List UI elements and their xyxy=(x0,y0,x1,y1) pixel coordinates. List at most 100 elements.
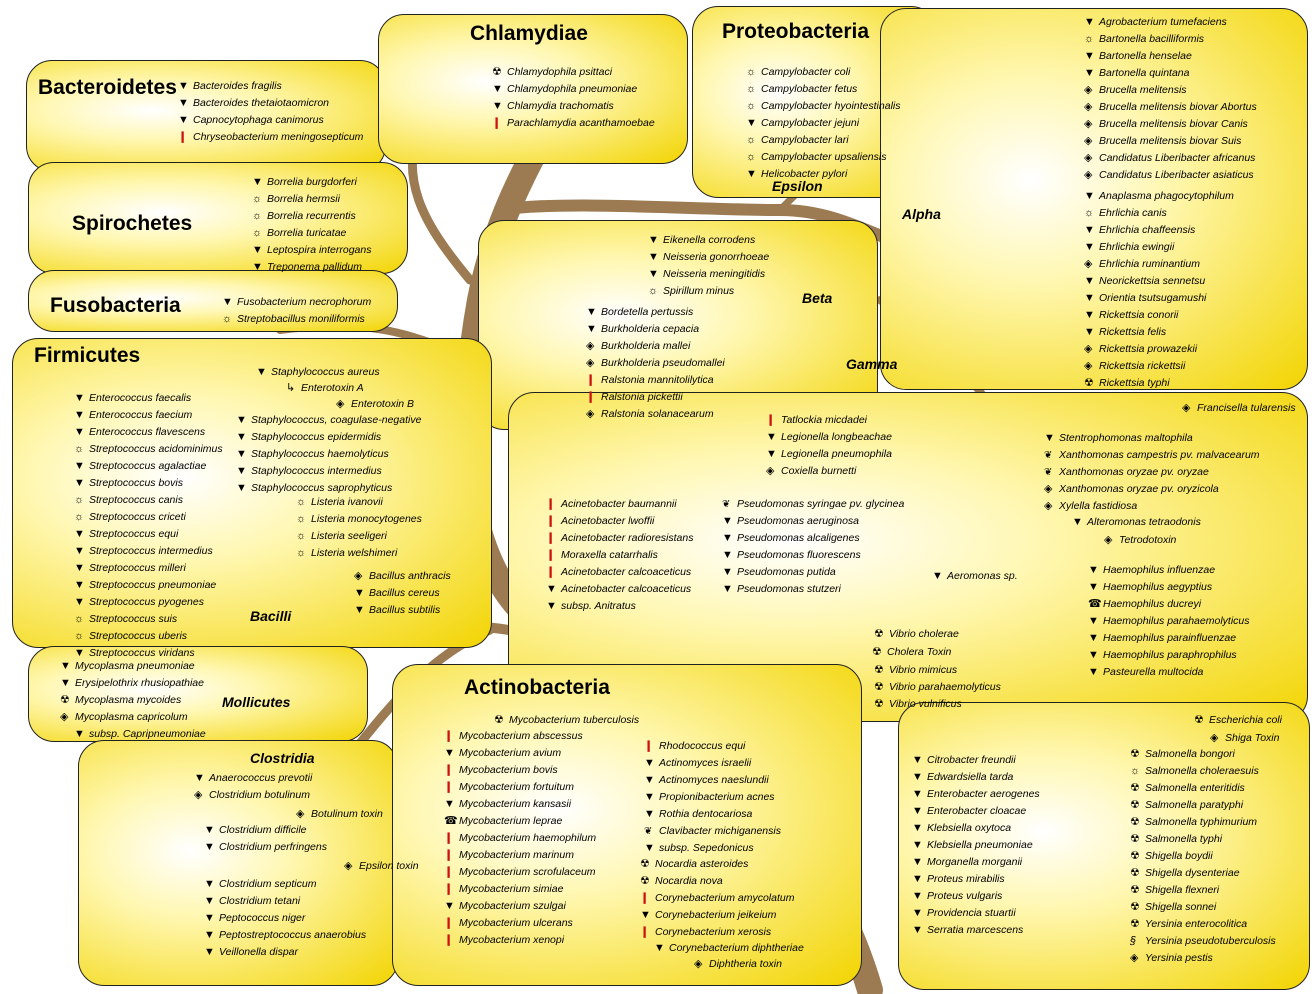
species-label: Ehrlichia ewingii xyxy=(1084,239,1174,256)
species-label: Bacteroides fragilis xyxy=(178,78,282,95)
species-label: Pasteurella multocida xyxy=(1088,664,1203,681)
species-label: Chlamydia trachomatis xyxy=(492,98,614,115)
species-label: Peptococcus niger xyxy=(204,910,305,927)
species-label: Pseudomonas aeruginosa xyxy=(722,513,859,530)
species-label: Clostridium tetani xyxy=(204,893,300,910)
species-label: Listeria welshimeri xyxy=(296,545,397,562)
species-label: Burkholderia mallei xyxy=(586,338,690,355)
species-label: Mycobacterium kansasii xyxy=(444,796,571,813)
species-label: Clostridium septicum xyxy=(204,876,316,893)
species-label: Diphtheria toxin xyxy=(694,956,782,973)
species-label: Rickettsia prowazekii xyxy=(1084,341,1197,358)
species-label: Pseudomonas putida xyxy=(722,564,836,581)
title-alpha: Alpha xyxy=(902,206,941,222)
species-label: Streptococcus acidominimus xyxy=(74,441,223,458)
species-label: Enterotoxin A xyxy=(286,380,364,397)
species-label: Rickettsia felis xyxy=(1084,324,1166,341)
species-label: Corynebacterium jeikeium xyxy=(640,907,776,924)
species-label: Streptococcus milleri xyxy=(74,560,186,577)
species-label: Neisseria meningitidis xyxy=(648,266,765,283)
title-mollicutes: Mollicutes xyxy=(222,694,291,710)
species-label: Mycobacterium abscessus xyxy=(444,728,583,745)
species-label: Candidatus Liberibacter africanus xyxy=(1084,150,1255,167)
species-label: subsp. Anitratus xyxy=(546,598,636,615)
species-label: Mycobacterium ulcerans xyxy=(444,915,573,932)
species-label: Agrobacterium tumefaciens xyxy=(1084,14,1227,31)
species-label: Vibrio cholerae xyxy=(874,626,959,643)
species-label: Morganella morganii xyxy=(912,854,1022,871)
species-label: Streptococcus pneumoniae xyxy=(74,577,216,594)
species-label: Serratia marcescens xyxy=(912,922,1023,939)
species-label: Bacteroides thetaiotaomicron xyxy=(178,95,329,112)
species-label: Bartonella bacilliformis xyxy=(1084,31,1204,48)
species-label: Brucella melitensis biovar Abortus xyxy=(1084,99,1257,116)
species-label: Enterococcus faecium xyxy=(74,407,192,424)
species-label: Eikenella corrodens xyxy=(648,232,755,249)
species-label: Mycobacterium scrofulaceum xyxy=(444,864,596,881)
species-label: Nocardia nova xyxy=(640,873,723,890)
species-label: Proteus vulgaris xyxy=(912,888,1002,905)
species-label: Helicobacter pylori xyxy=(746,166,847,183)
species-label: Campylobacter upsaliensis xyxy=(746,149,886,166)
species-label: Neisseria gonorrhoeae xyxy=(648,249,769,266)
title-spirochetes: Spirochetes xyxy=(72,212,193,235)
species-label: Edwardsiella tarda xyxy=(912,769,1013,786)
species-label: Staphylococcus epidermidis xyxy=(236,429,381,446)
species-label: Streptococcus pyogenes xyxy=(74,594,204,611)
species-label: Campylobacter jejuni xyxy=(746,115,859,132)
species-label: Borrelia recurrentis xyxy=(252,208,356,225)
title-firmicutes: Firmicutes xyxy=(34,344,141,367)
species-label: Xylella fastidiosa xyxy=(1044,498,1137,515)
species-label: Brucella melitensis xyxy=(1084,82,1187,99)
species-label: Enterobacter cloacae xyxy=(912,803,1026,820)
species-label: Borrelia turicatae xyxy=(252,225,346,242)
title-actinobacteria: Actinobacteria xyxy=(464,676,610,699)
species-label: Streptococcus equi xyxy=(74,526,178,543)
species-label: Streptococcus uberis xyxy=(74,628,187,645)
species-label: Haemophilus ducreyi xyxy=(1088,596,1201,613)
title-bacilli: Bacilli xyxy=(250,608,292,624)
species-label: Chlamydophila psittaci xyxy=(492,64,612,81)
species-label: Spirillum minus xyxy=(648,283,734,300)
species-label: Botulinum toxin xyxy=(296,806,383,823)
species-label: Ehrlichia ruminantium xyxy=(1084,256,1200,273)
species-label: Bacillus subtilis xyxy=(354,602,440,619)
species-label: Peptostreptococcus anaerobius xyxy=(204,927,366,944)
species-label: Fusobacterium necrophorum xyxy=(222,294,371,311)
species-label: Xanthomonas campestris pv. malvacearum xyxy=(1044,447,1260,464)
species-label: Bacillus cereus xyxy=(354,585,440,602)
species-label: Salmonella bongori xyxy=(1130,746,1235,763)
species-label: Campylobacter coli xyxy=(746,64,850,81)
species-label: Leptospira interrogans xyxy=(252,242,371,259)
species-label: subsp. Sepedonicus xyxy=(644,840,754,857)
species-label: Salmonella typhi xyxy=(1130,831,1222,848)
species-label: Yersinia pseudotuberculosis xyxy=(1130,933,1276,950)
species-label: Streptococcus canis xyxy=(74,492,183,509)
species-label: Streptococcus suis xyxy=(74,611,177,628)
title-bacteroidetes: Bacteroidetes xyxy=(38,76,177,99)
species-label: Anaerococcus prevotii xyxy=(194,770,312,787)
species-label: Klebsiella oxytoca xyxy=(912,820,1011,837)
species-label: Clostridium botulinum xyxy=(194,787,310,804)
species-label: Acinetobacter baumannii xyxy=(546,496,677,513)
species-label: Veillonella dispar xyxy=(204,944,298,961)
species-label: Corynebacterium diphtheriae xyxy=(654,940,804,957)
species-label: Acinetobacter radioresistans xyxy=(546,530,694,547)
species-label: Orientia tsutsugamushi xyxy=(1084,290,1206,307)
species-label: Clostridium difficile xyxy=(204,822,307,839)
species-label: Borrelia hermsii xyxy=(252,191,340,208)
species-label: Ehrlichia chaffeensis xyxy=(1084,222,1195,239)
species-label: Clavibacter michiganensis xyxy=(644,823,781,840)
species-label: Shigella boydii xyxy=(1130,848,1213,865)
species-label: Salmonella typhimurium xyxy=(1130,814,1257,831)
species-label: Treponema pallidum xyxy=(252,259,362,276)
species-label: Coxiella burnetti xyxy=(766,463,856,480)
species-label: Aeromonas sp. xyxy=(932,568,1018,585)
species-label: Salmonella choleraesuis xyxy=(1130,763,1259,780)
species-label: Rhodococcus equi xyxy=(644,738,745,755)
title-proteobacteria: Proteobacteria xyxy=(722,20,870,43)
species-label: Propionibacterium acnes xyxy=(644,789,775,806)
species-label: Acinetobacter calcoaceticus xyxy=(546,581,691,598)
species-label: Yersinia pestis xyxy=(1130,950,1213,967)
species-label: Tetrodotoxin xyxy=(1104,532,1176,549)
